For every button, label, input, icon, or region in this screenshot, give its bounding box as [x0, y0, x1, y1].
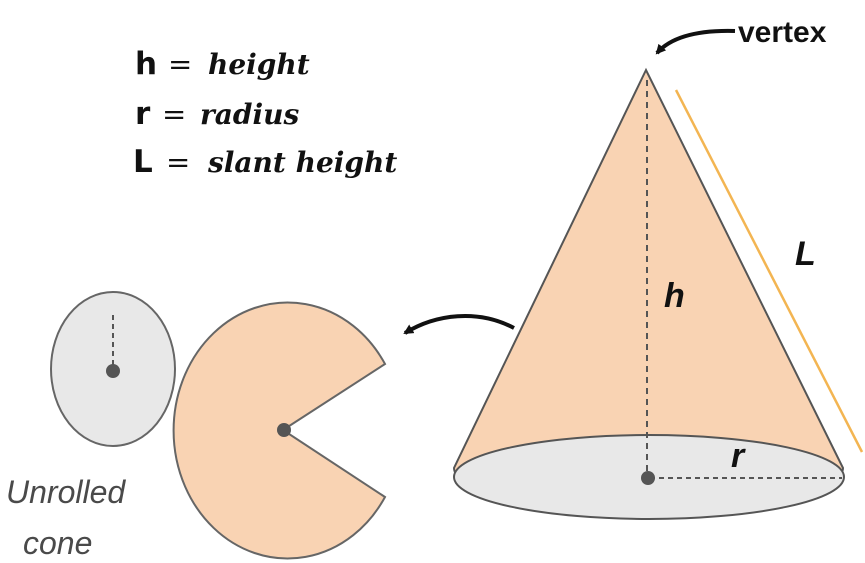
unrolled-sector: [172, 301, 387, 560]
caption-line-2: cone: [23, 525, 92, 561]
unroll-arrow: [403, 314, 515, 335]
label-r: r: [731, 437, 746, 475]
unrolled-base-disc: [50, 291, 176, 447]
label-l: L: [795, 235, 816, 273]
vertex-label: vertex: [738, 16, 827, 49]
legend-h-equals: =: [168, 47, 192, 81]
legend-r-symbol: r: [135, 96, 151, 132]
legend-l-symbol: L: [133, 144, 153, 180]
legend-h-symbol: h: [135, 46, 157, 82]
slant-height-line: [674, 89, 864, 453]
legend-r-equals: =: [162, 97, 186, 131]
vertex-arrow: [655, 28, 736, 55]
base-center-dot: [641, 471, 655, 485]
caption-line-1: Unrolled: [6, 474, 126, 510]
unrolled-sector-center-dot: [277, 423, 291, 437]
label-h: h: [664, 277, 685, 315]
unrolled-disc-center-dot: [106, 364, 120, 378]
legend: h = height r = radius L = slant height: [133, 46, 397, 180]
legend-r-definition: radius: [200, 98, 299, 131]
legend-l-definition: slant height: [207, 146, 397, 179]
legend-l-equals: =: [166, 145, 190, 179]
cone: [452, 67, 864, 520]
legend-h-definition: height: [208, 48, 310, 81]
